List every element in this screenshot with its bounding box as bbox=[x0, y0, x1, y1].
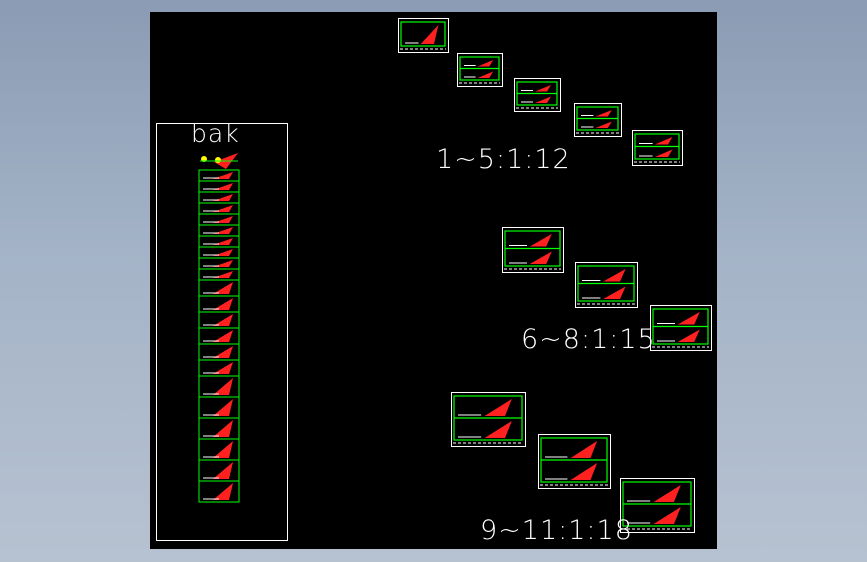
stack-marker bbox=[213, 362, 233, 374]
thumbnail-sheet bbox=[574, 103, 622, 137]
stack-marker bbox=[213, 330, 233, 342]
group-2-label: 6~8:1:15 bbox=[521, 324, 656, 355]
bak-panel bbox=[156, 123, 288, 541]
stack-marker bbox=[213, 378, 233, 395]
thumbnail-sheet bbox=[538, 434, 611, 489]
thumbnail-sheet bbox=[620, 478, 695, 533]
cad-drawing-canvas[interactable]: bak 1~5:1:12 6~8:1:15 9~11:1:18 bbox=[150, 12, 717, 549]
thumbnail-sheet bbox=[398, 18, 449, 53]
stack-marker bbox=[213, 441, 233, 458]
stack-marker bbox=[213, 216, 233, 223]
stack-marker bbox=[213, 282, 233, 294]
stack-marker bbox=[213, 183, 233, 190]
stack-frame bbox=[198, 480, 240, 503]
stack-marker bbox=[213, 483, 233, 500]
stack-marker bbox=[213, 260, 233, 267]
group-1-label: 1~5:1:12 bbox=[436, 144, 571, 175]
stack-marker bbox=[213, 314, 233, 326]
bak-label: bak bbox=[191, 119, 240, 148]
stack-marker bbox=[213, 399, 233, 416]
thumbnail-sheet bbox=[575, 262, 638, 308]
stack-marker bbox=[213, 420, 233, 437]
stack-marker bbox=[213, 194, 233, 201]
bak-border bbox=[156, 123, 288, 541]
stack-marker bbox=[213, 271, 233, 278]
thumbnail-sheets bbox=[398, 18, 712, 533]
stack-marker bbox=[213, 462, 233, 479]
stack-marker bbox=[213, 205, 233, 212]
thumbnail-sheet bbox=[502, 227, 564, 273]
stack-marker bbox=[213, 346, 233, 358]
stack-marker bbox=[213, 249, 233, 256]
stack-marker bbox=[213, 298, 233, 310]
thumbnail-sheet bbox=[457, 53, 503, 87]
stack-marker bbox=[213, 227, 233, 234]
stack-marker bbox=[213, 238, 233, 245]
thumbnail-sheet bbox=[451, 392, 526, 447]
group-3-label: 9~11:1:18 bbox=[480, 515, 633, 546]
thumbnail-sheet bbox=[650, 305, 712, 351]
stack-marker bbox=[213, 172, 233, 179]
thumbnail-sheet bbox=[632, 130, 683, 166]
thumbnail-sheet bbox=[514, 78, 561, 112]
